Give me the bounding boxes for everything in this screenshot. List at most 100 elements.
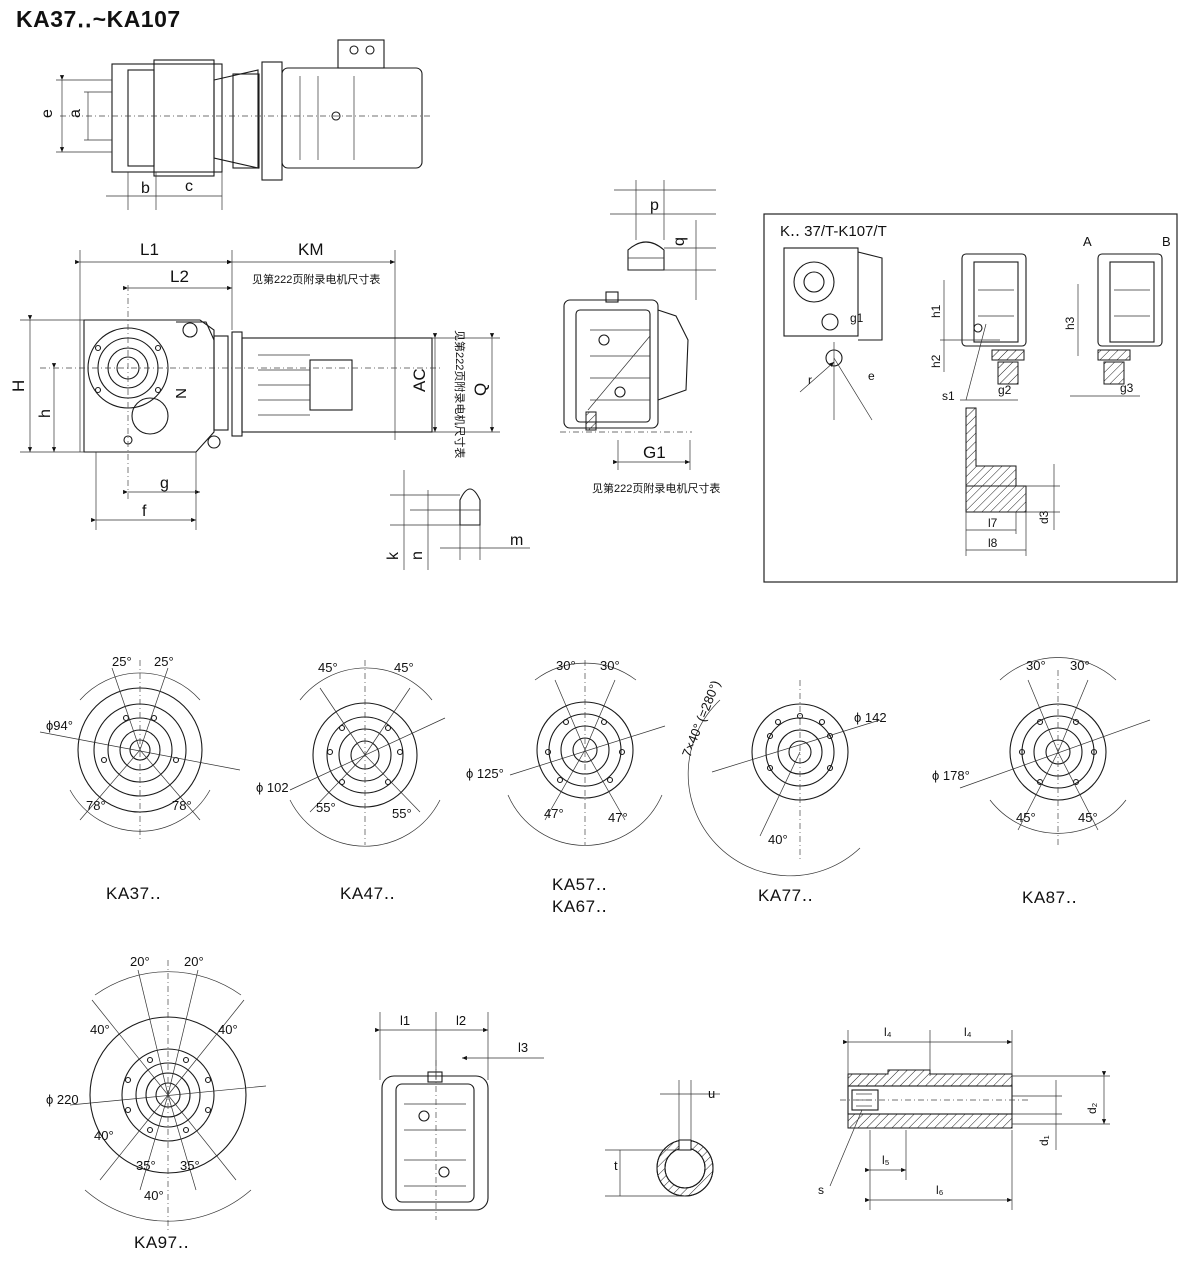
ka47-angle-bottom-left: 55° bbox=[316, 800, 336, 815]
dim-h2: h2 bbox=[929, 354, 943, 368]
ka97-angle-bottom-left: 35° bbox=[136, 1158, 156, 1173]
dim-k: k bbox=[385, 551, 402, 560]
caption-ka77: KA77‥ bbox=[758, 886, 814, 905]
caption-ka37: KA37‥ bbox=[106, 884, 162, 903]
dim-KM: KM bbox=[298, 240, 324, 259]
dim-l6: l₆ bbox=[936, 1183, 944, 1197]
ka57-angle-top-left: 30° bbox=[556, 658, 576, 673]
ka57-angle-bottom-right: 47° bbox=[608, 810, 628, 825]
caption-ka97: KA97‥ bbox=[134, 1233, 190, 1252]
dim-h1: h1 bbox=[929, 304, 943, 318]
dim-l7: l7 bbox=[988, 516, 998, 530]
ka97-angle-side-right: 40° bbox=[218, 1022, 238, 1037]
dim-d3: d3 bbox=[1037, 510, 1051, 524]
km-note: 见第222页附录电机尺寸表 bbox=[252, 272, 380, 286]
dim-d2: d₂ bbox=[1085, 1102, 1099, 1114]
caption-ka67: KA67‥ bbox=[552, 897, 608, 916]
dim-L1: L1 bbox=[140, 240, 159, 259]
ka97-angle-top-right: 20° bbox=[184, 954, 204, 969]
dim-H: H bbox=[9, 380, 28, 392]
flange-ka47: 45° 45° ϕ 102 55° 55° bbox=[256, 660, 446, 847]
ka97-angle-very-bottom: 40° bbox=[144, 1188, 164, 1203]
label-B: B bbox=[1162, 234, 1171, 249]
flange-ka37: 25° 25° ϕ94° 78° 78° bbox=[39, 654, 241, 840]
dim-r: r bbox=[808, 373, 812, 387]
caption-ka57: KA57‥ bbox=[552, 875, 608, 894]
label-A: A bbox=[1083, 234, 1092, 249]
torque-arm-box: K‥ 37/T-K107/T g1 r e h1 bbox=[763, 213, 1178, 583]
ka57-angle-bottom-left: 47° bbox=[544, 806, 564, 821]
ka37-angle-bottom-left: 78° bbox=[86, 798, 106, 813]
top-plan-view: e a b c bbox=[39, 39, 430, 210]
ka47-angle-bottom-right: 55° bbox=[392, 806, 412, 821]
flange-ka87: 30° 30° ϕ 178° 45° 45° bbox=[932, 657, 1151, 848]
dim-l1: l1 bbox=[400, 1013, 410, 1028]
dim-Q: Q bbox=[471, 383, 490, 396]
dim-N: N bbox=[172, 388, 189, 399]
dim-h3: h3 bbox=[1063, 316, 1077, 330]
dim-s1: s1 bbox=[942, 389, 955, 403]
dim-q: q bbox=[671, 237, 688, 246]
ka47-angle-top-right: 45° bbox=[394, 660, 414, 675]
dim-c: c bbox=[185, 178, 193, 195]
flange-ka97: 20° 20° 40° 40° ϕ 220 40° 35° 35° 40° bbox=[46, 954, 267, 1230]
ka37-angle-bottom-right: 78° bbox=[172, 798, 192, 813]
dim-l4-left: l₄ bbox=[884, 1025, 892, 1039]
flange-ka77: 7×40° (=280°) ϕ 142 40° bbox=[679, 678, 887, 877]
ka37-angle-top-left: 25° bbox=[112, 654, 132, 669]
dim-l5: l₅ bbox=[882, 1153, 890, 1167]
keyway-section: u t bbox=[605, 1080, 720, 1197]
ka47-diameter: ϕ 102 bbox=[256, 780, 289, 795]
dim-g1: g1 bbox=[850, 311, 864, 325]
ka77-angle-bottom: 40° bbox=[768, 832, 788, 847]
dim-G1: G1 bbox=[643, 443, 666, 462]
ka97-angle-lower-left: 40° bbox=[94, 1128, 114, 1143]
ka57-diameter: ϕ 125° bbox=[466, 766, 504, 781]
dim-d1: d₁ bbox=[1037, 1135, 1051, 1146]
ka37-angle-top-right: 25° bbox=[154, 654, 174, 669]
flange-ka57: 30° 30° ϕ 125° 47° 47° bbox=[466, 658, 666, 846]
ka47-angle-top-left: 45° bbox=[318, 660, 338, 675]
dim-l4-right: l₄ bbox=[964, 1025, 972, 1039]
shaft-section-view: l₄ l₄ d₂ d₁ l₅ l₆ s bbox=[818, 1025, 1110, 1210]
dim-n: n bbox=[409, 551, 426, 560]
ka97-angle-bottom-right: 35° bbox=[180, 1158, 200, 1173]
front-elevation-view: L1 L2 KM 见第222页附录电机尺寸表 bbox=[9, 240, 500, 530]
dim-b: b bbox=[141, 180, 150, 197]
ka57-angle-top-right: 30° bbox=[600, 658, 620, 673]
dim-h: h bbox=[37, 409, 54, 418]
dim-g2: g2 bbox=[998, 383, 1012, 397]
ka37-diameter: ϕ94° bbox=[46, 718, 73, 733]
dim-f: f bbox=[142, 503, 147, 520]
dim-t: t bbox=[614, 1158, 618, 1173]
ka87-angle-bottom-right: 45° bbox=[1078, 810, 1098, 825]
g1-note: 见第222页附录电机尺寸表 bbox=[592, 481, 720, 495]
ac-note: 见第222页附录电机尺寸表 bbox=[453, 330, 467, 458]
ka87-angle-top-right: 30° bbox=[1070, 658, 1090, 673]
dim-e2: e bbox=[868, 369, 875, 383]
dim-l2: l2 bbox=[456, 1013, 466, 1028]
ka87-angle-top-left: 30° bbox=[1026, 658, 1046, 673]
dim-e: e bbox=[39, 109, 56, 118]
dim-a: a bbox=[67, 109, 84, 118]
ka97-diameter: ϕ 220 bbox=[46, 1092, 79, 1107]
ka77-diameter: ϕ 142 bbox=[854, 710, 887, 725]
dim-l8: l8 bbox=[988, 536, 998, 550]
page-title: KA37‥~KA107 bbox=[16, 6, 181, 32]
caption-ka87: KA87‥ bbox=[1022, 888, 1078, 907]
ka77-angle-pattern: 7×40° (=280°) bbox=[679, 678, 723, 759]
dim-u: u bbox=[708, 1086, 715, 1101]
dim-l3: l3 bbox=[518, 1040, 528, 1055]
dim-s: s bbox=[818, 1183, 824, 1197]
key-detail-view: k n m bbox=[385, 470, 530, 570]
ka97-angle-side-left: 40° bbox=[90, 1022, 110, 1037]
torque-arm-title: K‥ 37/T-K107/T bbox=[780, 223, 887, 240]
dim-p: p bbox=[650, 197, 659, 214]
caption-ka47: KA47‥ bbox=[340, 884, 396, 903]
dim-m: m bbox=[510, 532, 523, 549]
dim-L2: L2 bbox=[170, 267, 189, 286]
dim-g3: g3 bbox=[1120, 381, 1134, 395]
side-elevation-view: p q G1 见第222页附录电机尺寸表 bbox=[560, 180, 720, 495]
